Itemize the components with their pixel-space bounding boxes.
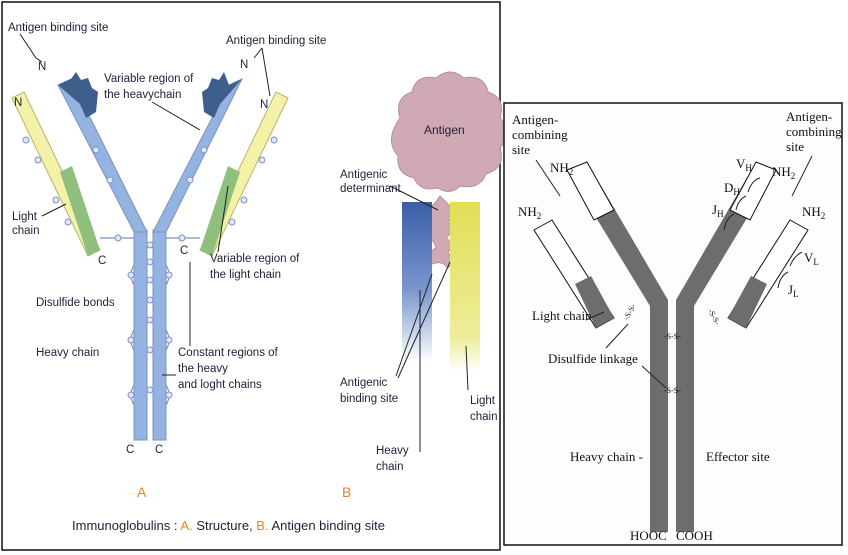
label-n-terminal-1: N bbox=[38, 61, 46, 73]
label-antigen: Antigen bbox=[424, 123, 465, 137]
panel-c-frame bbox=[503, 102, 843, 546]
label-light-chain-1: Light bbox=[12, 211, 38, 223]
light-chain-right-c-const bbox=[728, 276, 767, 328]
light-variable-left bbox=[60, 166, 100, 256]
label-c-terminal-3: C bbox=[126, 444, 134, 456]
label-hooc: HOOC bbox=[630, 528, 667, 543]
label-letter-a: A bbox=[137, 484, 147, 500]
antigen-binding-site bbox=[391, 71, 508, 372]
label-light-chain-c: Light chain bbox=[532, 308, 592, 323]
label-binding-2: binding site bbox=[340, 393, 398, 405]
label-light-chain-b-1: Light bbox=[470, 395, 496, 407]
heavy-chain-right-c bbox=[676, 162, 776, 532]
label-variable-light-2: the light chain bbox=[210, 269, 281, 281]
label-light-chain-b-2: chain bbox=[470, 411, 498, 423]
label-combining-right-1: Antigen- bbox=[786, 109, 832, 124]
label-n-terminal-2: N bbox=[14, 97, 22, 109]
antibody-structure bbox=[11, 72, 289, 441]
label-heavy-chain-b-1: Heavy bbox=[376, 445, 409, 457]
heavy-chain-left-c bbox=[567, 162, 668, 532]
label-c-terminal-2: C bbox=[180, 245, 188, 257]
label-nh2-4: NH2 bbox=[802, 204, 825, 221]
label-determinant-2: determinant bbox=[340, 183, 402, 195]
label-jl: JL bbox=[788, 282, 799, 299]
light-chain-left-c-const bbox=[575, 276, 614, 328]
label-c-terminal-4: C bbox=[155, 444, 163, 456]
heavy-variable-region-right bbox=[202, 72, 242, 118]
label-nh2-3: NH2 bbox=[772, 164, 795, 181]
label-ss-4: -S-S- bbox=[664, 386, 681, 395]
label-heavy-chain: Heavy chain bbox=[36, 347, 99, 359]
label-letter-b: B bbox=[342, 484, 351, 500]
label-n-terminal-4: N bbox=[260, 99, 268, 111]
label-constant-1: Constant regions of bbox=[178, 347, 279, 359]
label-jh: JH bbox=[712, 202, 724, 219]
heavy-variable-region-left bbox=[58, 72, 98, 118]
fab-light-block bbox=[450, 202, 480, 372]
label-effector-site: Effector site bbox=[706, 449, 770, 464]
label-vh: VH bbox=[736, 156, 752, 173]
immunoglobulin-schematic bbox=[533, 161, 809, 532]
fab-heavy-block bbox=[402, 202, 432, 362]
label-ss-3: -S-S- bbox=[664, 332, 681, 341]
label-vl: VL bbox=[804, 250, 819, 267]
heavy-chain-left-c-top bbox=[566, 161, 615, 221]
label-combining-left-2: combining bbox=[512, 127, 568, 142]
label-combining-left-3: site bbox=[512, 142, 530, 157]
figure-caption: Immunoglobulins : A. Structure, B. Antig… bbox=[72, 518, 385, 533]
label-heavy-chain-c: Heavy chain - bbox=[570, 449, 643, 464]
light-variable-right bbox=[200, 166, 240, 256]
label-disulfide-bonds: Disulfide bonds bbox=[36, 297, 115, 309]
label-combining-right-2: combining bbox=[786, 124, 842, 139]
label-antigen-site-right: Antigen binding site bbox=[226, 35, 326, 47]
label-variable-heavy-1: Variable region of bbox=[104, 73, 194, 85]
label-c-terminal-1: C bbox=[98, 255, 106, 267]
label-combining-left-1: Antigen- bbox=[512, 112, 558, 127]
heavy-chain-stem-left bbox=[133, 229, 148, 441]
label-binding-1: Antigenic bbox=[340, 377, 388, 389]
disulfide-bridges bbox=[22, 136, 278, 406]
label-cooh: COOH bbox=[676, 528, 713, 543]
heavy-chain-stem-right bbox=[152, 229, 167, 441]
label-light-chain-2: chain bbox=[12, 225, 40, 237]
label-variable-light-1: Variable region of bbox=[210, 253, 300, 265]
label-nh2-2: NH2 bbox=[518, 204, 541, 221]
label-heavy-chain-b-2: chain bbox=[376, 461, 404, 473]
label-disulfide-linkage: Disulfide linkage bbox=[548, 351, 638, 366]
label-combining-right-3: site bbox=[786, 139, 804, 154]
label-variable-heavy-2: the heavychain bbox=[104, 89, 181, 101]
label-constant-2: the heavy bbox=[178, 363, 228, 375]
label-determinant-1: Antigenic bbox=[340, 169, 388, 181]
antigen-blob bbox=[391, 71, 508, 192]
label-dh: DH bbox=[724, 180, 740, 197]
label-antigen-site-left: Antigen binding site bbox=[8, 22, 108, 34]
label-n-terminal-3: N bbox=[240, 59, 248, 71]
label-constant-3: and loght chains bbox=[178, 379, 262, 391]
heavy-chain-right-c-top bbox=[729, 161, 777, 221]
label-nh2-1: NH2 bbox=[550, 160, 573, 177]
